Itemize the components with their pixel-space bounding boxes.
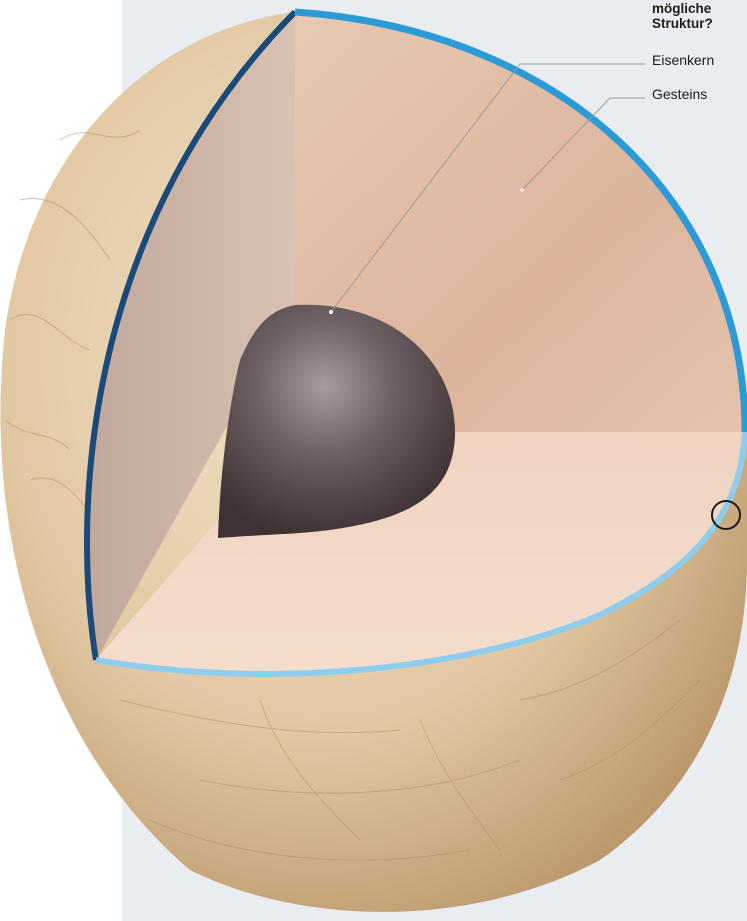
core-marker-dot	[329, 310, 333, 314]
rock-marker-dot	[520, 188, 523, 191]
label-iron-core: Eisenkern	[652, 52, 714, 68]
label-rock-mantle: Gesteins	[652, 86, 707, 102]
figure-title-line2: Struktur?	[652, 16, 713, 31]
figure-title-line1: mögliche	[652, 1, 711, 16]
